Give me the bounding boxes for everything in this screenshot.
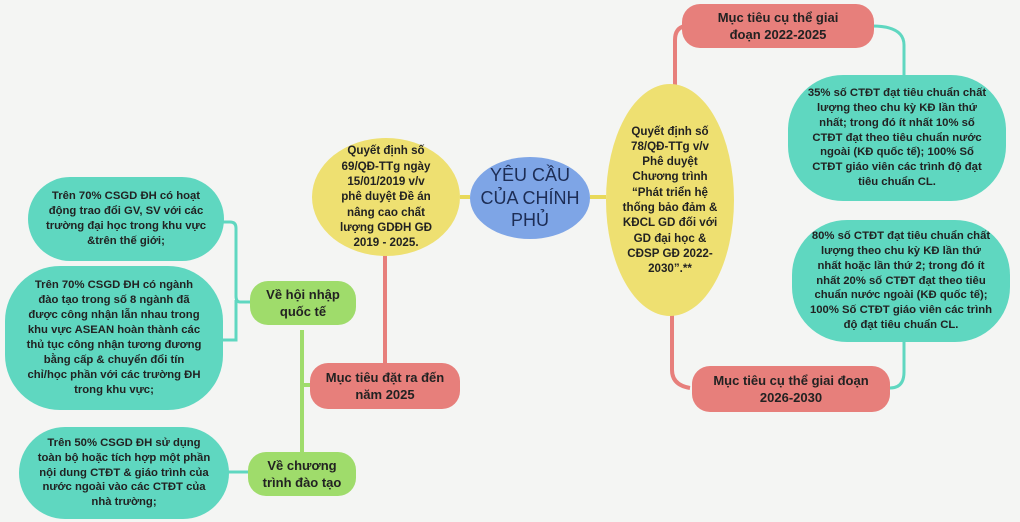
center-node-text: YÊU CẦU CỦA CHÍNH PHỦ [480, 165, 580, 231]
target-2025-text: Mục tiêu đặt ra đến năm 2025 [325, 369, 445, 402]
international-detail-exchange-text: Trên 70% CSGD ĐH có hoạt động trao đổi G… [46, 190, 206, 247]
stage-2026-2030-text: Mục tiêu cụ thể giai đoạn 2026-2030 [713, 372, 869, 405]
decision-78-node: Quyết định số 78/QĐ-TTg v/v Phê duyệt Ch… [606, 84, 734, 316]
stage-2022-2025-node: Mục tiêu cụ thể giai đoạn 2022-2025 [682, 4, 874, 48]
target-2025-node: Mục tiêu đặt ra đến năm 2025 [310, 363, 460, 409]
decision-69-node: Quyết định số 69/QĐ-TTg ngày 15/01/2019 … [312, 138, 460, 256]
link-stage2026-detail [889, 340, 906, 390]
stage-2022-2025-text: Mục tiêu cụ thể giai đoạn 2022-2025 [717, 9, 839, 42]
stage-2026-2030-detail: 80% số CTĐT đạt tiêu chuẩn chất lượng th… [792, 220, 1010, 342]
link-intl-details [222, 220, 250, 342]
stage-2022-2025-detail-text: 35% số CTĐT đạt tiêu chuẩn chất lượng th… [807, 86, 987, 189]
decision-78-text: Quyết định số 78/QĐ-TTg v/v Phê duyệt Ch… [622, 124, 718, 276]
international-detail-exchange: Trên 70% CSGD ĐH có hoạt động trao đổi G… [28, 177, 224, 261]
center-node: YÊU CẦU CỦA CHÍNH PHỦ [470, 157, 590, 239]
link-stage2022-detail [871, 24, 906, 75]
decision-69-text: Quyết định số 69/QĐ-TTg ngày 15/01/2019 … [340, 144, 432, 250]
program-detail-foreign-content: Trên 50% CSGD ĐH sử dụng toàn bộ hoặc tí… [19, 427, 229, 519]
international-detail-asean-text: Trên 70% CSGD ĐH có ngành đào tạo trong … [26, 279, 202, 396]
training-program-text: Về chương trình đào tạo [262, 457, 342, 490]
international-integration-text: Về hội nhập quốc tế [266, 286, 340, 319]
program-detail-foreign-content-text: Trên 50% CSGD ĐH sử dụng toàn bộ hoặc tí… [37, 436, 211, 509]
stage-2026-2030-detail-text: 80% số CTĐT đạt tiêu chuẩn chất lượng th… [809, 229, 993, 332]
stage-2026-2030-node: Mục tiêu cụ thể giai đoạn 2026-2030 [692, 366, 890, 412]
stage-2022-2025-detail: 35% số CTĐT đạt tiêu chuẩn chất lượng th… [788, 75, 1006, 201]
link-decision-stage2026 [670, 314, 691, 390]
international-detail-asean: Trên 70% CSGD ĐH có ngành đào tạo trong … [5, 266, 223, 410]
training-program-node: Về chương trình đào tạo [248, 452, 356, 496]
international-integration-node: Về hội nhập quốc tế [250, 281, 356, 325]
